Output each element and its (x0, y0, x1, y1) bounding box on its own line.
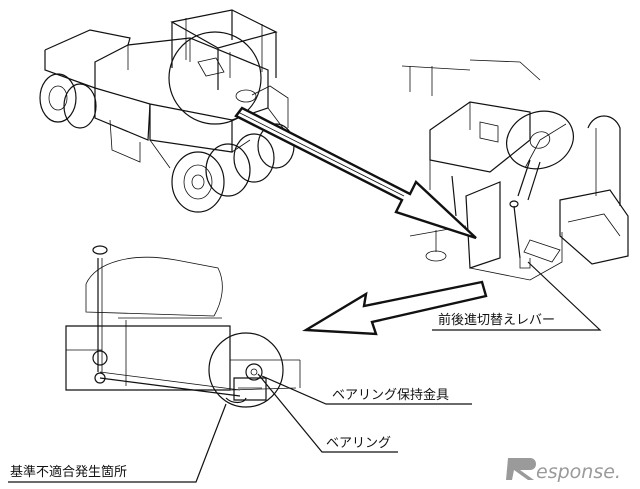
arrow-cab-to-mechanism (302, 280, 488, 336)
operator-cab-detail (401, 59, 629, 281)
label-lever: 前後進切替えレバー (438, 312, 555, 328)
leader-bearing-bracket (261, 375, 472, 405)
roller-vehicle (39, 9, 295, 213)
leader-lever (432, 261, 602, 331)
arrow-vehicle-to-cab (234, 106, 477, 240)
leader-bearing (257, 373, 398, 453)
label-bearing-bracket: ベアリング保持金具 (332, 387, 449, 403)
response-logo: esponse. (506, 458, 621, 483)
leader-nonconformity (8, 403, 227, 483)
label-nonconformity: 基準不適合発生箇所 (10, 464, 127, 480)
leader-lines (8, 261, 602, 483)
response-logo-mark (506, 458, 536, 480)
response-logo-text: esponse. (536, 461, 621, 483)
detail-circle-vehicle (168, 31, 262, 125)
lever-mechanism-detail (65, 245, 301, 404)
label-bearing: ベアリング (326, 436, 391, 451)
detail-circle-mechanism (208, 332, 284, 408)
